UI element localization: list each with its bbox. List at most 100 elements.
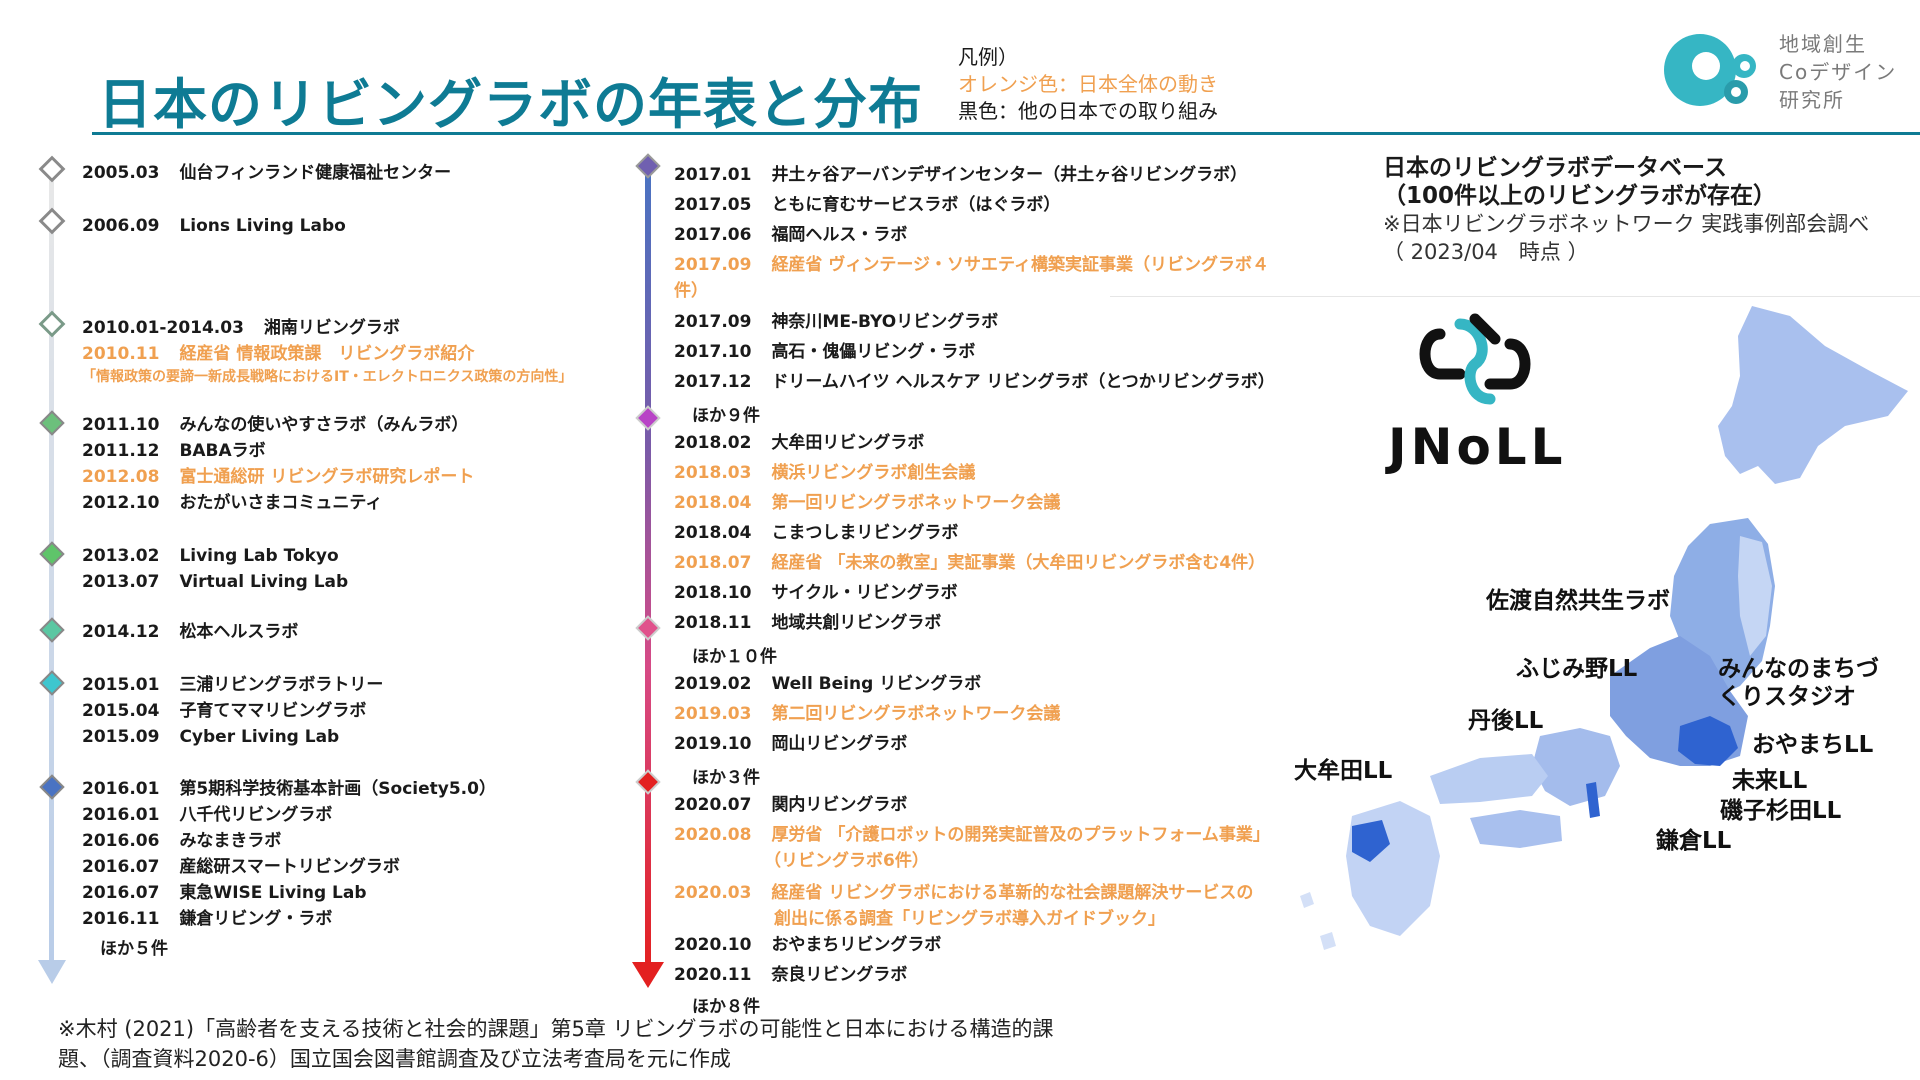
marker-2005 <box>38 155 66 183</box>
database-count: （100件以上のリビングラボが存在） <box>1383 183 1777 209</box>
left-timeline-markers <box>38 155 66 800</box>
database-source: ※日本リビングラボネットワーク 実践事例部会調べ <box>1383 212 1870 236</box>
map-label-minnano-line2: くりスタジオ <box>1718 684 1856 710</box>
right-timeline-line <box>645 168 651 970</box>
brand-line-1: 地域創生 <box>1779 32 1867 56</box>
map-label-isogo: 磯子杉田LL <box>1720 798 1842 824</box>
legend-orange-note: オレンジ色：日本全体の動き <box>958 72 1218 96</box>
chugoku-region <box>1430 754 1548 804</box>
marker-2020 <box>635 769 661 795</box>
timeline-entry-wrap: （リビングラボ6件） <box>764 851 929 871</box>
timeline-more-2020: ほか８件 <box>692 997 760 1017</box>
timeline-subline: 「情報政策の要諦一新成長戦略におけるIT・エレクトロニクス政策の方向性」 <box>82 369 573 385</box>
footnote-line-2: 題、（調査資料2020-6）国立国会図書館調査及び立法考査局を元に作成 <box>58 1047 731 1071</box>
map-label-tango: 丹後LL <box>1468 708 1544 734</box>
database-date: （ 2023/04 時点 ） <box>1383 240 1589 264</box>
timeline-entry-wrap: 件） <box>674 281 708 301</box>
left-timeline-line <box>49 170 54 970</box>
database-title: 日本のリビングラボデータベース <box>1383 155 1727 181</box>
marker-2016 <box>39 774 65 800</box>
tohoku-east <box>1738 536 1772 656</box>
map-label-minnano-line1: みんなのまちづ <box>1718 656 1879 682</box>
timeline-more-left: ほか５件 <box>100 939 168 959</box>
map-label-mirai: 未来LL <box>1732 768 1808 794</box>
right-timeline-arrow <box>632 962 664 988</box>
legend: 凡例） オレンジ色：日本全体の動き 黒色：他の日本での取り組み <box>958 44 1218 125</box>
map-label-kamakura: 鎌倉LL <box>1656 828 1732 854</box>
marker-2006 <box>38 207 66 235</box>
marker-2018 <box>635 405 661 431</box>
marker-2013 <box>39 541 65 567</box>
timeline-entry-wrap: 創出に係る調査「リビングラボ導入ガイドブック」 <box>774 909 1165 929</box>
nara-highlight <box>1586 782 1600 818</box>
timeline-more-2017: ほか９件 <box>692 406 760 426</box>
map-label-oyamachi: おやまちLL <box>1752 732 1874 758</box>
left-timeline-arrow <box>38 960 66 984</box>
database-divider <box>1110 296 1920 297</box>
brand-line-3: 研究所 <box>1779 88 1845 112</box>
marker-2010 <box>38 310 66 338</box>
hokkaido-region <box>1718 306 1908 484</box>
marker-2015 <box>39 670 65 696</box>
brand-text: 地域創生 Coデザイン 研究所 <box>1779 30 1897 114</box>
marker-2017 <box>635 153 661 179</box>
kinki-region <box>1532 728 1620 806</box>
legend-heading: 凡例） <box>958 45 1018 69</box>
japan-map <box>1300 306 1908 950</box>
footnote-line-1: ※木村 (2021)「高齢者を支える技術と社会的課題」第5章 リビングラボの可能… <box>58 1017 1054 1041</box>
brand-line-2: Coデザイン <box>1779 60 1898 84</box>
title-underline <box>92 132 1920 135</box>
map-label-fujimino: ふじみ野LL <box>1516 656 1638 682</box>
marker-2014 <box>39 617 65 643</box>
jnoll-logo-text: JNoLL <box>1388 418 1567 476</box>
right-timeline-markers <box>635 153 661 795</box>
footnote: ※木村 (2021)「高齢者を支える技術と社会的課題」第5章 リビングラボの可能… <box>58 1014 1054 1074</box>
shikoku-region <box>1470 810 1562 848</box>
marker-2011 <box>39 410 65 436</box>
jnoll-logo-icon <box>1419 313 1531 405</box>
timeline-more-2018: ほか１０件 <box>692 647 777 667</box>
timeline-more-2019: ほか３件 <box>692 768 760 788</box>
